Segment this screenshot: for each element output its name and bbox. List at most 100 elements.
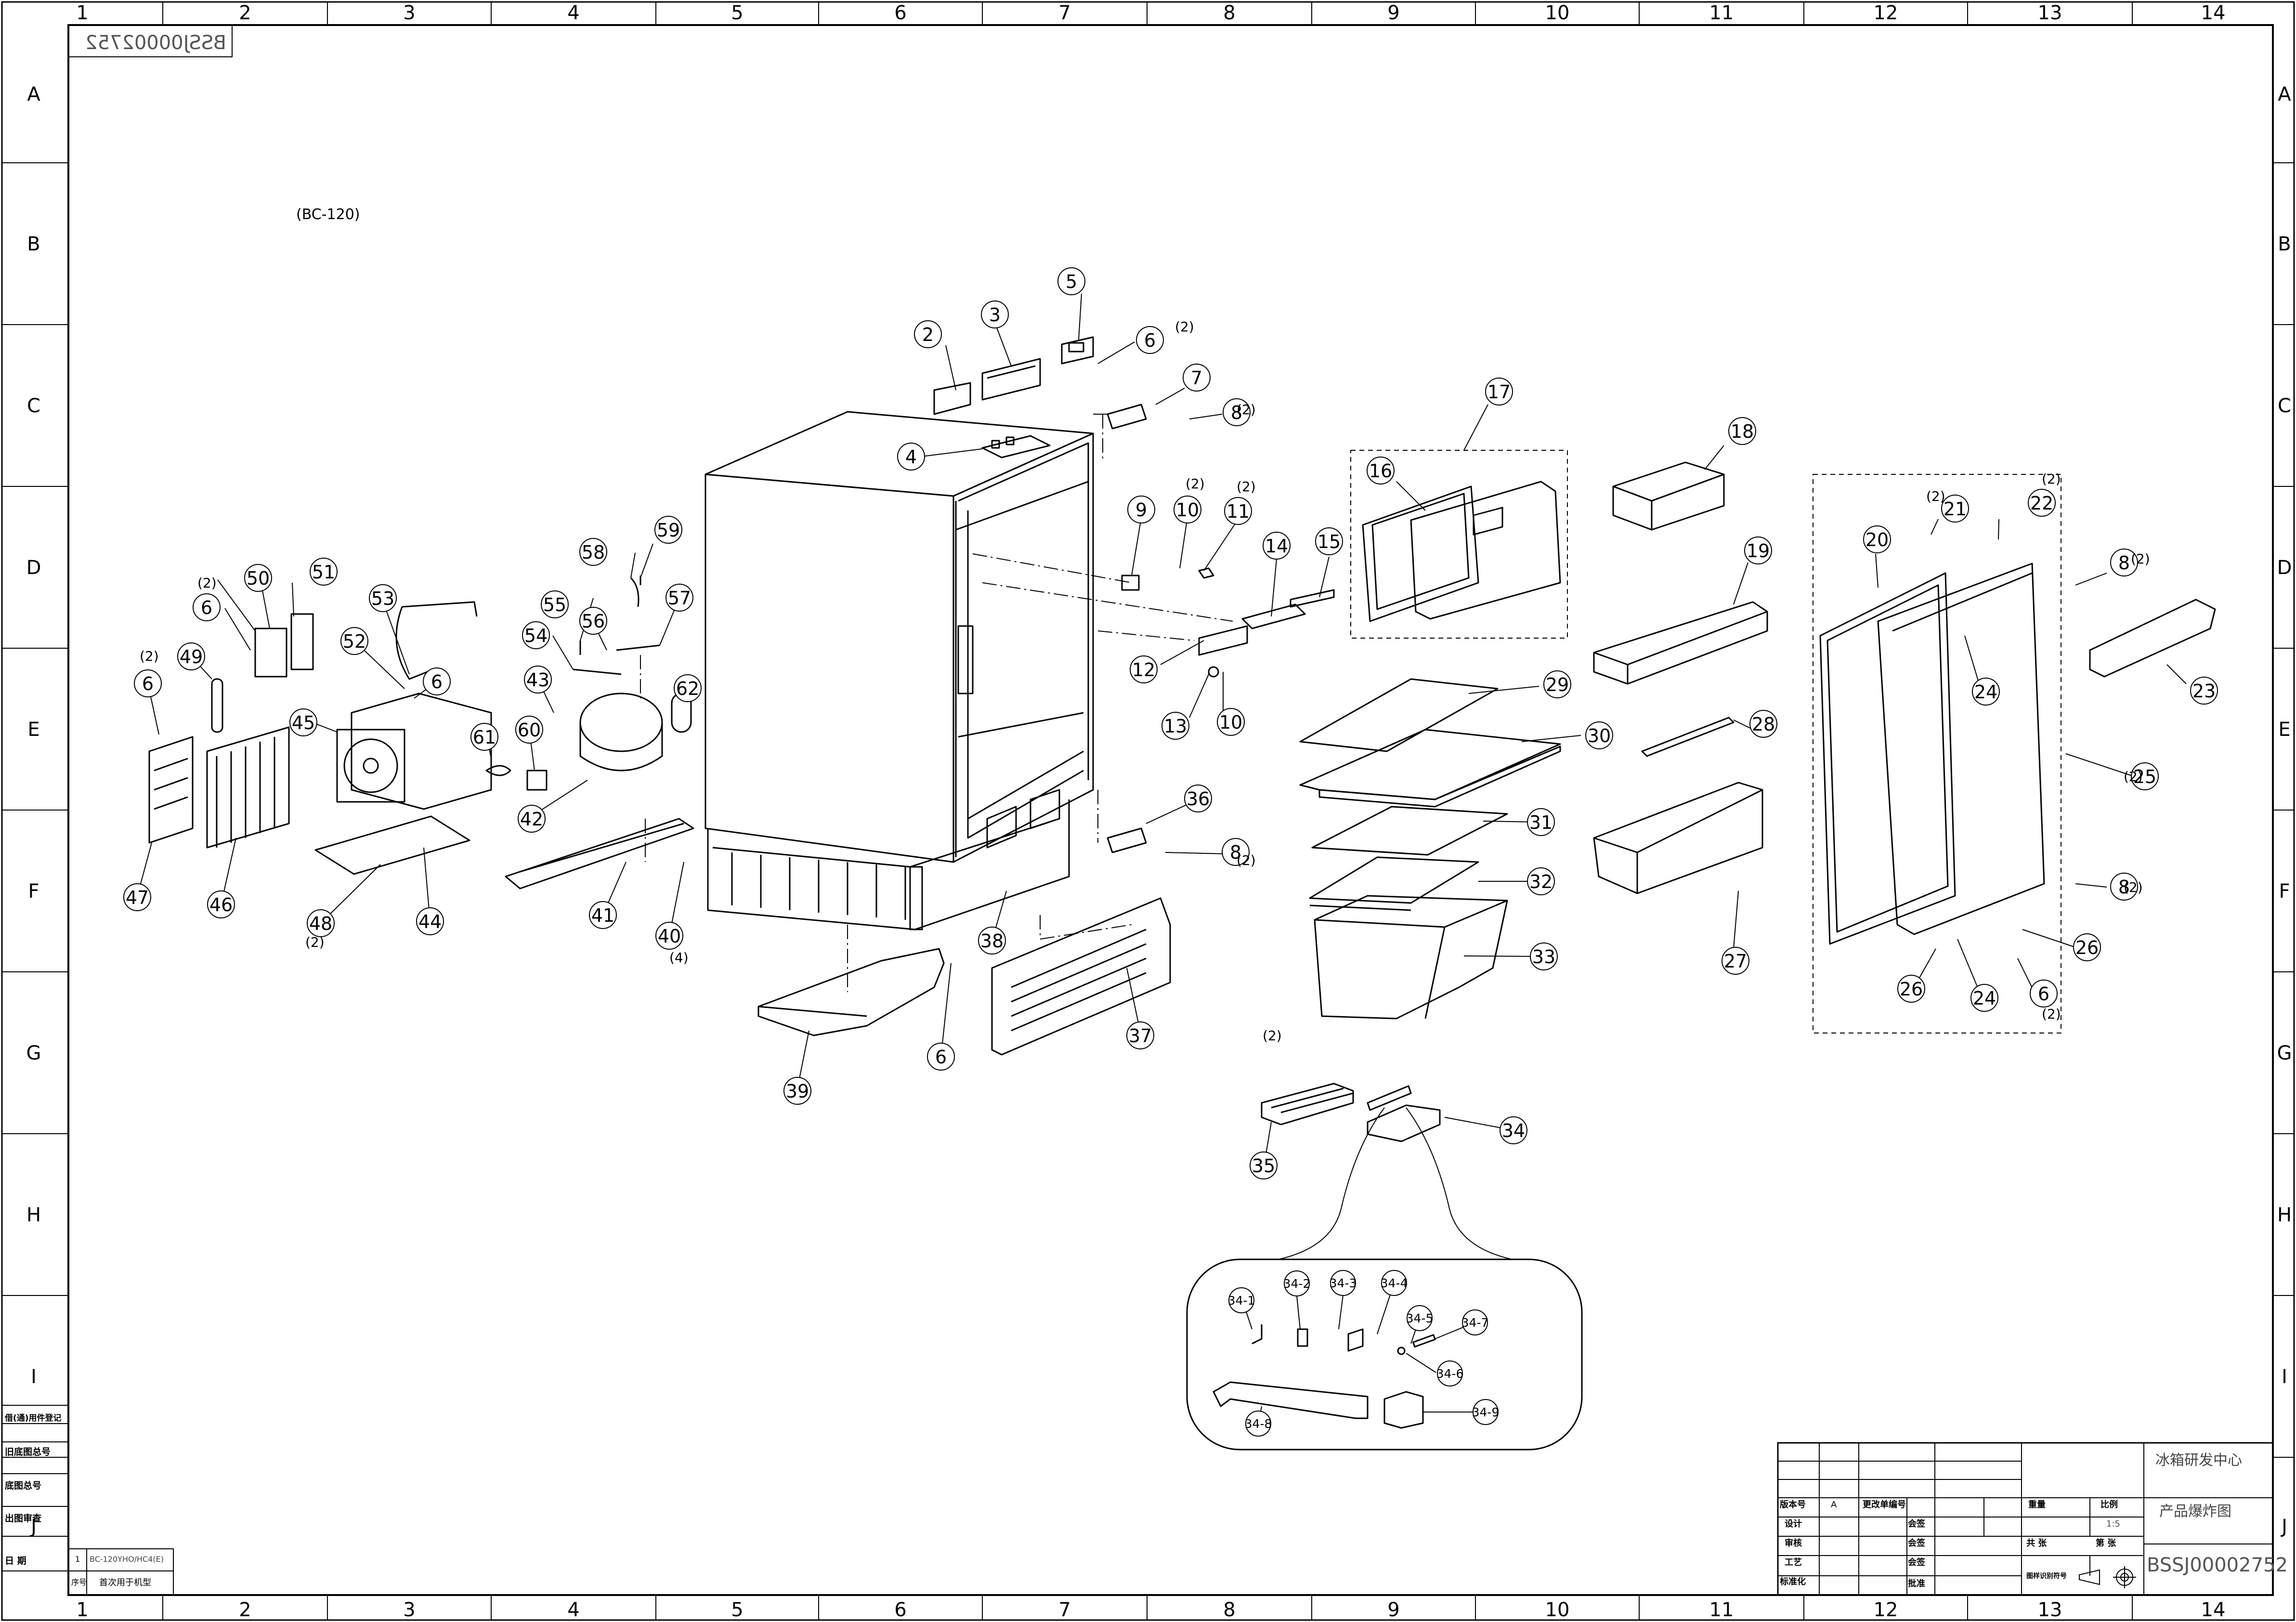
callout-label: 8 bbox=[1230, 842, 1241, 863]
callout: 39 bbox=[783, 1077, 811, 1105]
callout-label: 42 bbox=[520, 809, 543, 830]
left-block-lines bbox=[2, 1405, 174, 1596]
frame-col-label: 12 bbox=[1874, 1599, 1898, 1621]
callout: 14 bbox=[1263, 532, 1291, 560]
callout: 8 bbox=[1223, 398, 1251, 426]
qty-note: (2) bbox=[2131, 551, 2150, 567]
detail-lead-left bbox=[1278, 1107, 1385, 1260]
callout: 6 bbox=[134, 669, 162, 697]
callout-label: 49 bbox=[180, 646, 203, 667]
callout: 9 bbox=[1127, 496, 1155, 523]
callout-label: 28 bbox=[1752, 714, 1775, 735]
callout-label: 27 bbox=[1724, 951, 1747, 972]
frame-col-label: 6 bbox=[894, 2, 906, 24]
callout: 2 bbox=[914, 320, 942, 348]
frame-row-label: I bbox=[31, 1366, 37, 1388]
callout-circle bbox=[978, 927, 1006, 955]
callout: 44 bbox=[416, 907, 444, 935]
frame-col-label: 4 bbox=[567, 1599, 579, 1621]
callout-label: 44 bbox=[418, 911, 442, 932]
callout-label: 6 bbox=[142, 673, 154, 694]
sub-callout-circle bbox=[1330, 1270, 1356, 1296]
doc-code: BSSJ00002752 bbox=[2147, 1554, 2288, 1576]
qty-note: (2) bbox=[305, 934, 325, 950]
callout-label: 51 bbox=[312, 562, 335, 583]
frame-col-label: 5 bbox=[731, 2, 743, 24]
callout: 43 bbox=[524, 666, 552, 693]
callout-label: 36 bbox=[1187, 788, 1210, 810]
callout-label: 6 bbox=[2038, 983, 2049, 1005]
title-block: 版本号 A 更改单编号 重量 比例 1:5 设计 审核 工艺 标准化 会签 会签… bbox=[1778, 1443, 2288, 1595]
callout-circle bbox=[897, 443, 925, 471]
frame-col-label: 8 bbox=[1223, 2, 1235, 24]
callout: 38 bbox=[978, 927, 1006, 955]
callout-label: 6 bbox=[1144, 330, 1156, 351]
frame-row-label: D bbox=[26, 557, 41, 579]
callout-circle bbox=[244, 564, 272, 592]
door-shelf-small bbox=[1593, 601, 1768, 685]
callout-label: 38 bbox=[980, 930, 1004, 952]
sub-callout-circle bbox=[1407, 1305, 1433, 1331]
callout: 60 bbox=[515, 716, 543, 744]
approve-label: 批准 bbox=[1908, 1579, 1925, 1589]
callout: 27 bbox=[1722, 947, 1749, 975]
weight-label: 重量 bbox=[2028, 1500, 2046, 1510]
callout: 6 bbox=[423, 667, 451, 695]
serial-value: 1 bbox=[75, 1555, 80, 1564]
callout-label: 6 bbox=[431, 671, 443, 693]
callout: 16 bbox=[1367, 457, 1395, 484]
callout: 13 bbox=[1161, 712, 1189, 740]
callout-label: 55 bbox=[543, 594, 566, 615]
callout: 20 bbox=[1863, 525, 1891, 553]
callout-circle bbox=[1970, 984, 1998, 1012]
qty-note: (2) bbox=[197, 575, 217, 591]
callout-circle bbox=[518, 805, 546, 833]
callout-label: 62 bbox=[676, 678, 699, 699]
callout-circle bbox=[1485, 378, 1513, 406]
date-label: 日 期 bbox=[5, 1556, 26, 1566]
callout: 4 bbox=[897, 443, 925, 471]
qty-note: (2) bbox=[1175, 319, 1194, 335]
callout-circle bbox=[2190, 677, 2218, 705]
callout-circle bbox=[665, 584, 693, 612]
control-parts bbox=[1121, 567, 1335, 678]
callout: 30 bbox=[1585, 721, 1613, 749]
callout: 22 bbox=[2028, 489, 2056, 517]
frame-col-label: 4 bbox=[567, 2, 579, 24]
sub-callout-label: 34-8 bbox=[1245, 1417, 1272, 1431]
callout-circle bbox=[2131, 762, 2159, 790]
callout-circle bbox=[1728, 417, 1756, 445]
version-value: A bbox=[1831, 1500, 1837, 1510]
callout: 6 bbox=[2030, 980, 2058, 1007]
hinge-top bbox=[1107, 404, 1147, 430]
callout-circle bbox=[1367, 457, 1395, 484]
callout-circle bbox=[1126, 1021, 1154, 1049]
callout: 8 bbox=[2110, 549, 2138, 576]
frame-col-label: 10 bbox=[1545, 2, 1570, 24]
quantity-notes: (2)(2)(2)(2)(2)(2)(2)(2)(2)(2)(2)(2)(2)(… bbox=[140, 319, 2150, 1044]
callout: 55 bbox=[541, 590, 569, 618]
chiller-door bbox=[1350, 450, 1568, 639]
callout-circle bbox=[1183, 364, 1211, 392]
sub-callout: 34-4 bbox=[1381, 1270, 1408, 1296]
callout-circle bbox=[2110, 549, 2138, 576]
qty-note: (2) bbox=[2124, 769, 2143, 785]
callout-circle bbox=[927, 1043, 955, 1071]
frame-row-label: F bbox=[28, 880, 39, 903]
total-sheets: 共 张 bbox=[2026, 1538, 2047, 1548]
fan-condenser bbox=[148, 601, 492, 875]
old-base-no: 旧底图总号 bbox=[5, 1447, 51, 1457]
callout-circle bbox=[981, 301, 1009, 328]
callout: 50 bbox=[244, 564, 272, 592]
sub-callout-circle bbox=[1284, 1270, 1310, 1296]
callout-circle bbox=[1127, 496, 1155, 523]
callout-circle bbox=[1585, 721, 1613, 749]
qty-note: (4) bbox=[669, 950, 689, 966]
callout-label: 24 bbox=[1973, 988, 1996, 1009]
model-label: (BC-120) bbox=[296, 206, 360, 223]
qty-note: (2) bbox=[2042, 471, 2061, 487]
callout-circle bbox=[1941, 495, 1969, 523]
frame-col-label: 1 bbox=[76, 2, 88, 24]
